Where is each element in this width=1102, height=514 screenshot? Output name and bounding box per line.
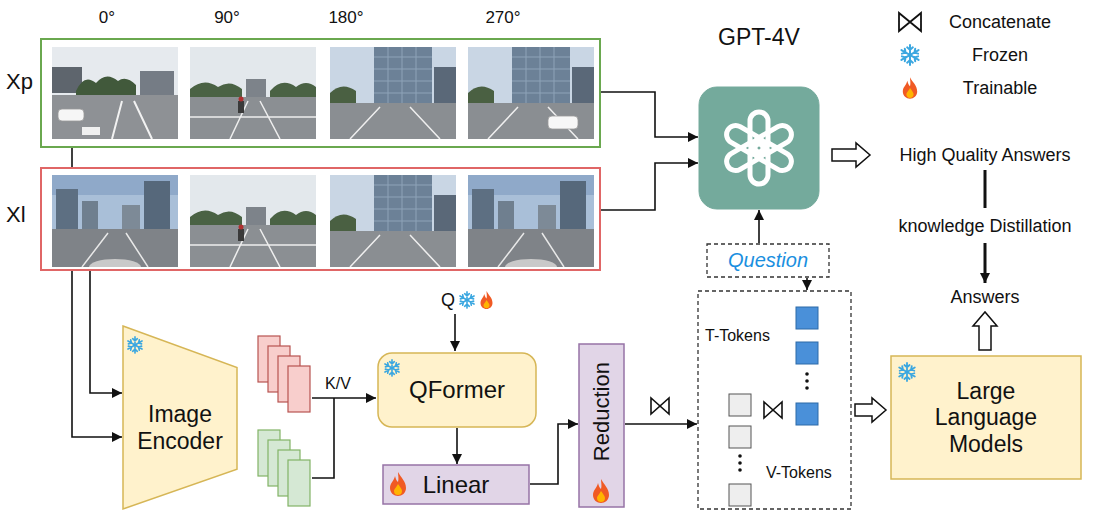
legend-text: Trainable: [963, 78, 1037, 99]
concat-symbol: [764, 402, 782, 418]
angle-label: 270°: [485, 8, 520, 28]
process-note: knowledge Distillation: [898, 216, 1071, 237]
encoder-trapezoid: Image Encoder: [122, 325, 238, 510]
connector: [601, 92, 698, 137]
connector: [601, 163, 698, 210]
model-label: Large Language Models: [916, 378, 1056, 457]
street-photo: [468, 175, 594, 275]
concat-symbol: [899, 13, 921, 31]
node-shape: [698, 86, 820, 210]
legend-text: Concatenate: [949, 12, 1051, 33]
node-outline: [891, 356, 1081, 479]
input-panel: Xl: [40, 167, 601, 271]
frozen-icon: [900, 45, 920, 65]
trainable-icon: [903, 77, 917, 99]
prompt-text: Question: [728, 249, 808, 272]
visual-token: [729, 394, 751, 506]
token-label: T-Tokens: [705, 327, 770, 345]
prompt-box: Question: [706, 243, 830, 278]
query-label: Q: [441, 290, 455, 311]
legend-text: Frozen: [972, 45, 1028, 66]
input-label: K/V: [325, 375, 351, 393]
frozen-icon: [127, 337, 143, 353]
query-arrow: [454, 314, 456, 351]
angle-label: 180°: [328, 8, 363, 28]
input-panel: Xp: [40, 38, 601, 148]
connector: [806, 278, 808, 290]
node-outline: [41, 39, 600, 147]
hollow-arrow: [973, 312, 997, 350]
connector: [530, 424, 578, 484]
connector: [90, 271, 122, 393]
connector: [758, 210, 760, 243]
model-box: Large Language Models: [890, 355, 1082, 480]
trainable-icon: [390, 472, 406, 496]
feature-line: [312, 398, 334, 478]
street-photo: [52, 175, 178, 275]
node-outline: [123, 326, 237, 509]
angle-label: 90°: [214, 8, 240, 28]
node-outline: [699, 87, 819, 209]
connector: [855, 398, 886, 422]
node-outline: [698, 291, 851, 509]
node-shape: [40, 38, 601, 148]
connector: [456, 428, 458, 464]
process-box: QFormer: [377, 352, 537, 428]
node-outline: [383, 465, 529, 504]
connector: [625, 423, 697, 425]
process-label: QFormer: [409, 376, 505, 404]
street-photo: [468, 47, 594, 139]
angle-label: 0°: [99, 8, 115, 28]
logo-mark: [723, 112, 794, 184]
ellipsis-dots: [738, 372, 809, 472]
process-box: Reduction: [578, 343, 625, 508]
frozen-icon: [459, 292, 475, 308]
feature-line: [312, 397, 376, 399]
frozen-icon: [898, 363, 916, 381]
model-box: GPT-4V: [698, 86, 820, 210]
distillation-line: [984, 170, 987, 208]
row-label: Xp: [6, 69, 33, 94]
token-label: V-Tokens: [766, 464, 832, 482]
output-label: High Quality Answers: [899, 145, 1070, 166]
row-label: Xl: [6, 202, 26, 227]
token-group: T-TokensV-Tokens: [697, 290, 852, 510]
node-shape: [40, 167, 601, 271]
trainable-icon: [481, 291, 493, 309]
node-outline: [378, 353, 536, 427]
street-photo: [330, 47, 456, 139]
street-photo: [330, 175, 456, 267]
street-photo: [52, 47, 178, 139]
text-token: [796, 307, 818, 425]
street-photo: [190, 175, 316, 267]
street-photo: [190, 47, 316, 139]
process-label: Linear: [423, 471, 490, 499]
hollow-arrow: [832, 143, 870, 167]
feature-stack: [258, 336, 310, 412]
process-label: Reduction: [589, 362, 614, 461]
process-box: Linear: [382, 464, 530, 505]
node-outline: [41, 168, 600, 270]
output-label: Answers: [950, 287, 1019, 308]
node-outline: [707, 244, 829, 277]
distillation-arrow: [984, 243, 987, 283]
trainable-icon: [593, 479, 609, 503]
node-outline: [579, 344, 624, 507]
model-title: GPT-4V: [718, 24, 800, 50]
frozen-icon: [384, 360, 400, 376]
concat-symbol: [651, 398, 669, 414]
process-label: Image Encoder: [130, 401, 230, 454]
feature-stack: [258, 430, 310, 506]
